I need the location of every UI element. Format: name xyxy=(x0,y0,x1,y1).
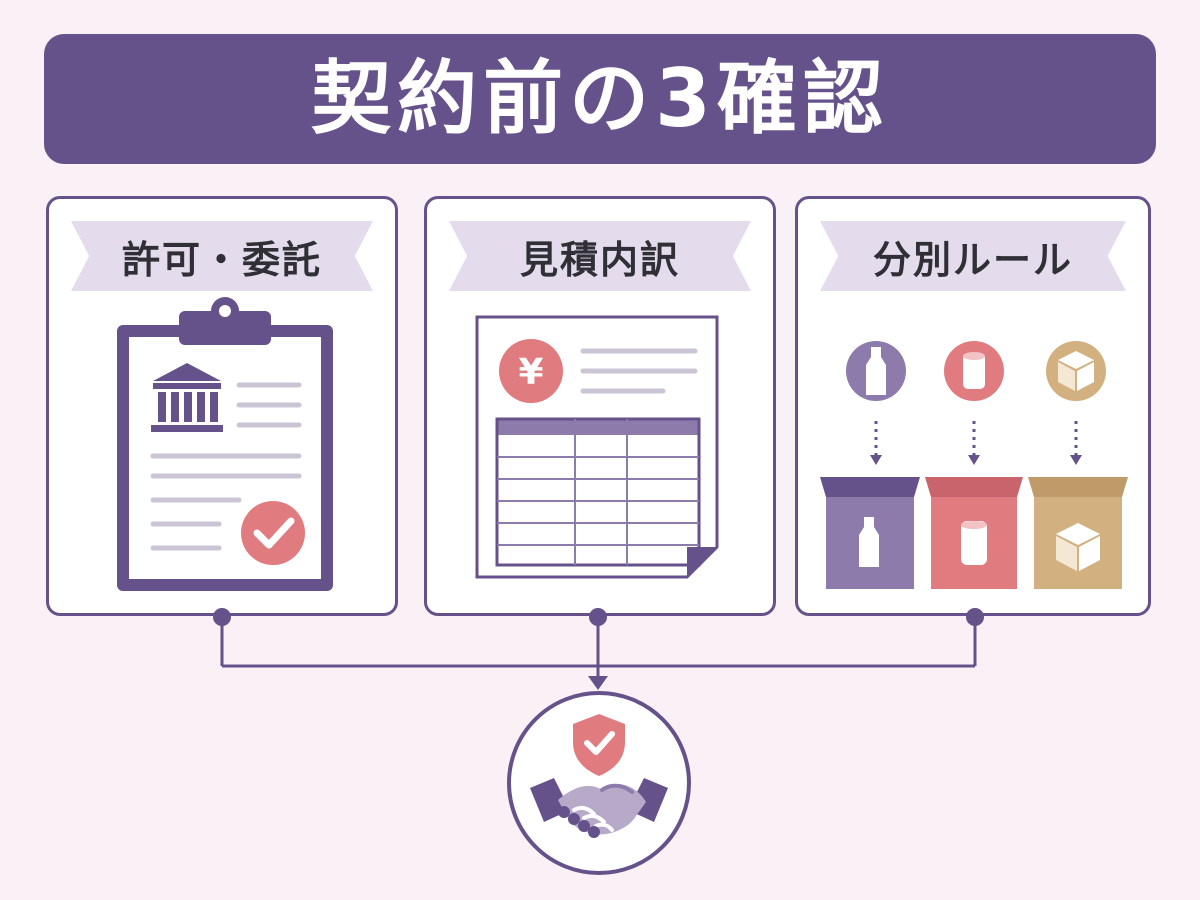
yen-coin-icon: ¥ xyxy=(499,339,563,403)
spreadsheet-icon xyxy=(495,417,701,567)
clipboard-icon xyxy=(117,297,333,591)
card-sorting-rules: 分別ルール xyxy=(795,196,1151,616)
card-label: 許可・委託 xyxy=(121,237,322,282)
title-banner: 契約前の3確認 xyxy=(44,34,1156,164)
handshake-icon xyxy=(530,778,668,838)
agreement-badge xyxy=(507,691,691,875)
card-ribbon: 見積内訳 xyxy=(449,221,751,291)
bank-building-icon xyxy=(151,363,223,432)
bottle-icon xyxy=(846,341,906,401)
card-ribbon: 分別ルール xyxy=(820,221,1126,291)
red-bin-icon xyxy=(925,477,1023,589)
shield-check-icon xyxy=(573,714,625,776)
check-badge-icon xyxy=(241,501,305,565)
purple-bin-icon xyxy=(820,477,920,589)
document-icon: ¥ xyxy=(475,315,719,579)
sorting-illustration xyxy=(820,341,1128,589)
card-label: 分別ルール xyxy=(872,237,1073,282)
card-label: 見積内訳 xyxy=(519,237,680,282)
card-ribbon: 許可・委託 xyxy=(71,221,373,291)
card-estimate-breakdown: 見積内訳 ¥ xyxy=(424,196,776,616)
card-permit-consignment: 許可・委託 xyxy=(46,196,398,616)
page-title: 契約前の3確認 xyxy=(311,52,889,145)
yen-symbol: ¥ xyxy=(518,352,543,393)
box-icon xyxy=(1046,341,1106,401)
gold-bin-icon xyxy=(1028,477,1128,589)
can-icon xyxy=(944,341,1004,401)
